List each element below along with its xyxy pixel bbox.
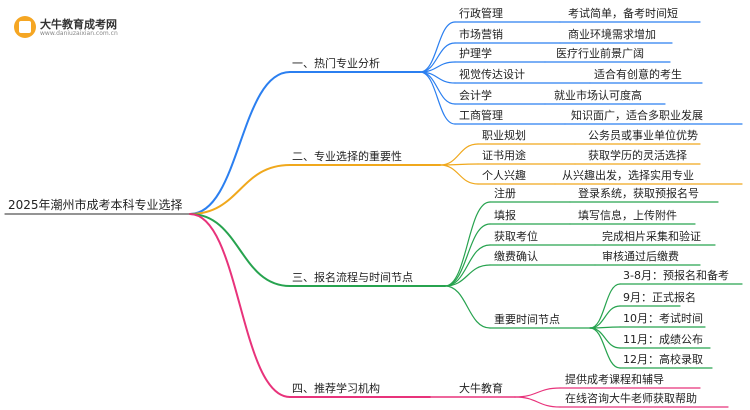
timeline-item: 9月：正式报名 xyxy=(623,291,696,304)
branch-connector xyxy=(189,164,291,215)
branch-importance: 二、专业选择的重要性 xyxy=(292,150,402,163)
child-connector xyxy=(444,201,491,287)
timeline-item: 3-8月：预报名和备考 xyxy=(623,269,729,282)
timeline-item: 12月：高校录取 xyxy=(623,353,703,366)
branch-registration: 三、报名流程与时间节点 xyxy=(292,271,413,284)
major-item: 市场营销 xyxy=(459,28,503,41)
step-item: 填报 xyxy=(494,209,516,222)
child-connector xyxy=(439,164,479,185)
step-note: 填写信息，上传附件 xyxy=(578,209,677,222)
branch-connector xyxy=(189,71,291,215)
major-item: 工商管理 xyxy=(459,109,503,122)
institution-item: 大牛教育 xyxy=(459,382,503,395)
institution-note: 在线咨询大牛老师获取帮助 xyxy=(565,392,697,405)
step-note: 完成相片采集和验证 xyxy=(602,230,701,243)
timeline-connector xyxy=(589,283,621,329)
importance-item: 个人兴趣 xyxy=(482,169,526,182)
child-connector xyxy=(444,223,491,287)
root-topic: 2025年潮州市成考本科专业选择 xyxy=(8,198,183,212)
major-item: 会计学 xyxy=(459,89,492,102)
step-note: 审核通过后缴费 xyxy=(602,250,679,263)
step-item: 缴费确认 xyxy=(494,250,538,263)
major-item: 视觉传达设计 xyxy=(459,68,525,81)
importance-note: 公务员或事业单位优势 xyxy=(588,129,698,142)
child-connector xyxy=(514,396,561,408)
major-note: 商业环境需求增加 xyxy=(568,28,656,41)
timeline-item: 11月：成绩公布 xyxy=(623,333,703,346)
major-note: 适合有创意的考生 xyxy=(594,68,682,81)
branch-hot-majors: 一、热门专业分析 xyxy=(292,57,380,70)
branch-connector xyxy=(189,213,291,398)
major-note: 考试简单，备考时间短 xyxy=(568,7,678,20)
branch-institution: 四、推荐学习机构 xyxy=(292,382,380,395)
step-note: 登录系统，获取预报名号 xyxy=(578,187,699,200)
logo-icon xyxy=(14,16,36,38)
child-connector xyxy=(419,21,456,73)
importance-item: 证书用途 xyxy=(482,149,526,162)
major-note: 医疗行业前景广阔 xyxy=(556,47,644,60)
step-item: 获取考位 xyxy=(494,230,538,243)
logo-url: www.daniuzaixian.com.cn xyxy=(40,30,118,37)
child-connector xyxy=(514,387,561,398)
step-item: 注册 xyxy=(494,187,516,200)
child-connector xyxy=(439,143,479,166)
child-connector xyxy=(444,264,491,287)
major-note: 就业市场认可度高 xyxy=(554,89,642,102)
major-note: 知识面广，适合多职业发展 xyxy=(571,109,703,122)
timeline-item: 10月：考试时间 xyxy=(623,312,703,325)
major-item: 护理学 xyxy=(459,47,492,60)
branch-connector xyxy=(189,213,291,287)
timeline-connector xyxy=(589,327,621,369)
child-connector xyxy=(444,285,491,329)
step-item-timeline: 重要时间节点 xyxy=(494,313,560,326)
child-connector xyxy=(419,71,456,125)
logo-title: 大牛教育成考网 xyxy=(40,18,117,31)
major-item: 行政管理 xyxy=(459,7,503,20)
timeline-connector xyxy=(589,327,621,349)
importance-note: 从兴趣出发，选择实用专业 xyxy=(562,169,694,182)
importance-note: 获取学历的灵活选择 xyxy=(588,149,687,162)
importance-item: 职业规划 xyxy=(482,129,526,142)
institution-note: 提供成考课程和辅导 xyxy=(565,373,664,386)
timeline-connector xyxy=(589,305,621,329)
